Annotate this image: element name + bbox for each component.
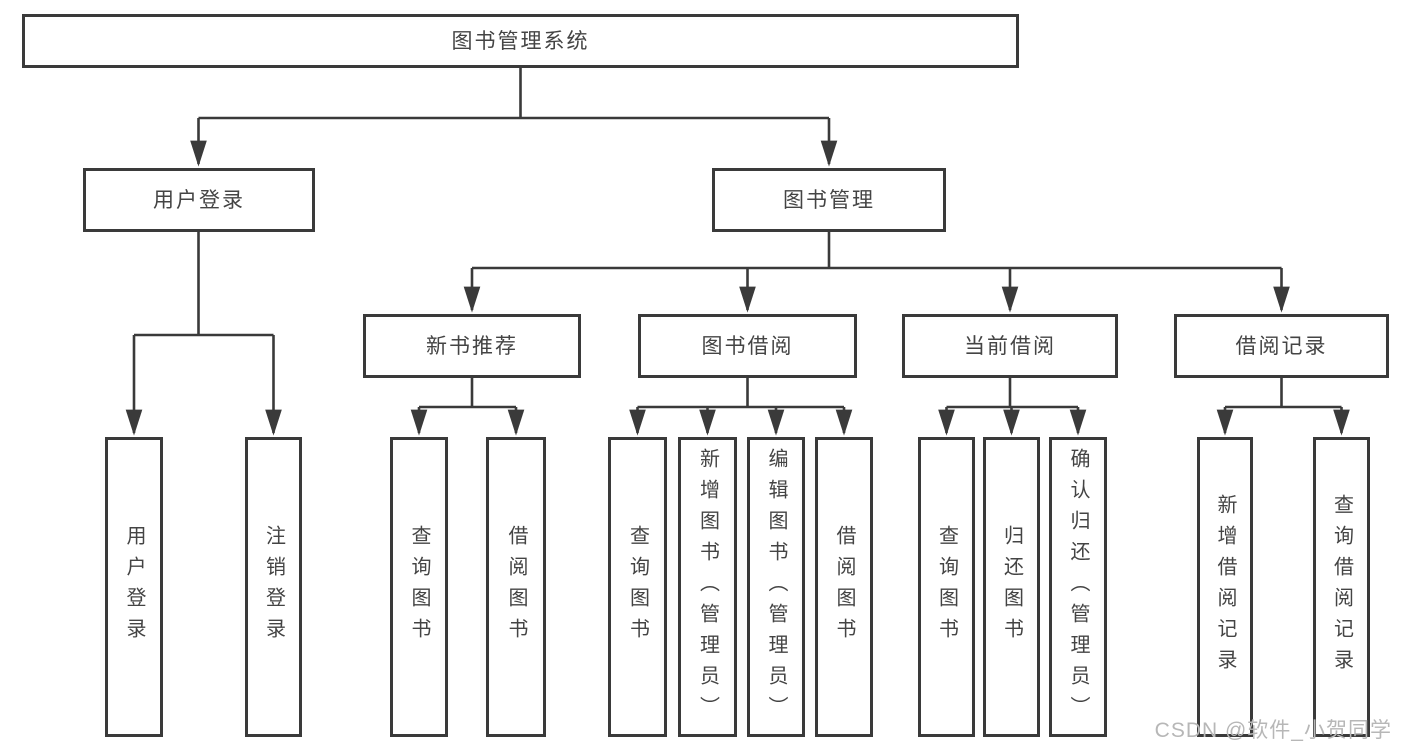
leaf-br-query-record: 查询借阅记录 [1313, 437, 1370, 737]
node-root: 图书管理系统 [22, 14, 1019, 68]
leaf-bb-borrow-books: 借阅图书 [815, 437, 873, 737]
csdn-watermark: CSDN @软件_小贺同学 [1154, 719, 1392, 742]
leaf-cb-confirm-return-admin: 确认归还（管理员） [1049, 437, 1107, 737]
connector-book-mgmt-split [472, 232, 1282, 270]
node-new-book-rec: 新书推荐 [363, 314, 581, 378]
connector-new-book-rec-split [419, 378, 516, 409]
leaf-bb-query-books: 查询图书 [608, 437, 667, 737]
connector-root-split [198, 68, 829, 120]
leaf-bb-add-books-admin: 新增图书（管理员） [678, 437, 737, 737]
leaf-cb-return-books: 归还图书 [983, 437, 1040, 737]
node-user-login: 用户登录 [83, 168, 315, 232]
connector-book-borrow-split [637, 378, 844, 409]
node-borrow-records: 借阅记录 [1174, 314, 1389, 378]
connector-current-borrow-split [946, 378, 1078, 409]
node-book-mgmt: 图书管理 [712, 168, 946, 232]
leaf-cb-query-books: 查询图书 [918, 437, 975, 737]
leaf-rec-borrow-books: 借阅图书 [486, 437, 546, 737]
leaf-logout: 注销登录 [245, 437, 302, 737]
connector-borrow-records-split [1225, 378, 1342, 409]
node-book-borrow: 图书借阅 [638, 314, 857, 378]
leaf-bb-edit-books-admin: 编辑图书（管理员） [747, 437, 805, 737]
leaf-user-login: 用户登录 [105, 437, 163, 737]
leaf-br-add-record: 新增借阅记录 [1197, 437, 1253, 737]
connector-user-login-split [134, 232, 274, 337]
node-current-borrow: 当前借阅 [902, 314, 1118, 378]
leaf-rec-query-books: 查询图书 [390, 437, 448, 737]
